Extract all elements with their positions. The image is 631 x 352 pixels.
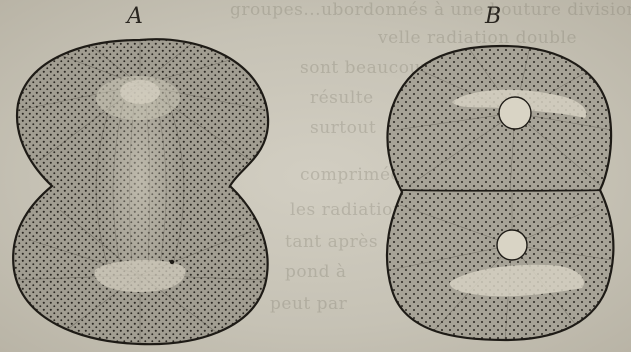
figure-label-a: A: [127, 4, 143, 29]
cell-b: [387, 46, 613, 340]
figure-label-b: B: [485, 4, 501, 29]
cell-a: [13, 39, 268, 345]
